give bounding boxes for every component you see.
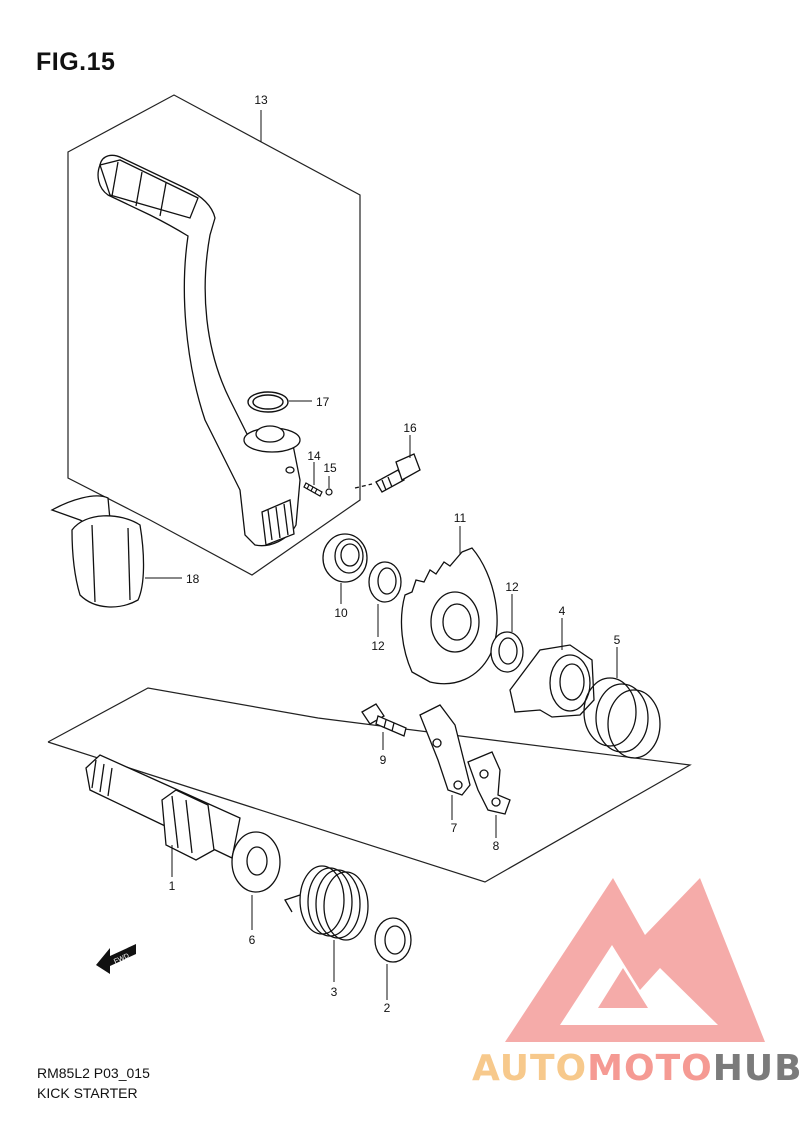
ratchet-guide-part bbox=[509, 644, 595, 718]
callout-12-left: 12 bbox=[371, 639, 385, 653]
shaft-group-outline bbox=[47, 687, 692, 883]
watermark-logo bbox=[505, 878, 765, 1042]
boot-cover-part bbox=[50, 495, 145, 608]
callout-11: 11 bbox=[454, 511, 467, 525]
callout-12-right: 12 bbox=[505, 580, 519, 594]
callout-8: 8 bbox=[493, 839, 500, 853]
watermark-auto: AUTO bbox=[472, 1048, 588, 1089]
callout-1: 1 bbox=[169, 879, 176, 893]
callout-7: 7 bbox=[451, 821, 458, 835]
figure-title: FIG.15 bbox=[36, 48, 116, 76]
leader-lines bbox=[145, 110, 618, 1000]
callout-17: 16 bbox=[403, 421, 417, 435]
washer-12-right-part bbox=[490, 631, 524, 673]
kick-lever-part bbox=[97, 154, 301, 547]
plate-7-part bbox=[419, 704, 471, 796]
callout-2: 2 bbox=[384, 1001, 391, 1015]
callout-10: 10 bbox=[334, 606, 348, 620]
callout-13: 13 bbox=[254, 93, 268, 107]
callout-18: 18 bbox=[186, 572, 200, 586]
washer-12-left-part bbox=[368, 561, 402, 603]
diagram-code: RM85L2 P03_015 bbox=[37, 1065, 150, 1081]
callout-16: 17 bbox=[316, 395, 330, 409]
kick-lever-group-outline bbox=[67, 94, 361, 576]
callout-9: 9 bbox=[380, 753, 387, 767]
kick-spring-part bbox=[284, 865, 369, 941]
watermark-moto: MOTO bbox=[587, 1048, 713, 1089]
fwd-arrow-icon: FWD bbox=[96, 944, 136, 974]
oil-seal-part bbox=[322, 533, 368, 583]
callout-4: 4 bbox=[559, 604, 566, 618]
callout-15: 15 bbox=[323, 461, 337, 475]
kick-shaft-part bbox=[85, 754, 241, 861]
bolt-9-part bbox=[361, 703, 407, 737]
callout-6: 6 bbox=[249, 933, 256, 947]
watermark-text: AUTOMOTOHUB bbox=[472, 1048, 800, 1089]
pinch-bolt-part bbox=[303, 482, 333, 497]
circlip-part bbox=[247, 391, 289, 413]
spring-guide-part bbox=[374, 917, 412, 963]
spring-5-part bbox=[583, 677, 661, 759]
ratchet-gear-part bbox=[400, 547, 498, 685]
washer-6-part bbox=[231, 831, 281, 893]
callout-3: 3 bbox=[331, 985, 338, 999]
callout-14: 14 bbox=[307, 449, 321, 463]
diagram-name: KICK STARTER bbox=[37, 1085, 138, 1101]
plate-8-part bbox=[467, 751, 511, 815]
callout-5: 5 bbox=[614, 633, 621, 647]
bolt-17-part bbox=[354, 453, 421, 493]
watermark-hub: HUB bbox=[712, 1048, 800, 1089]
